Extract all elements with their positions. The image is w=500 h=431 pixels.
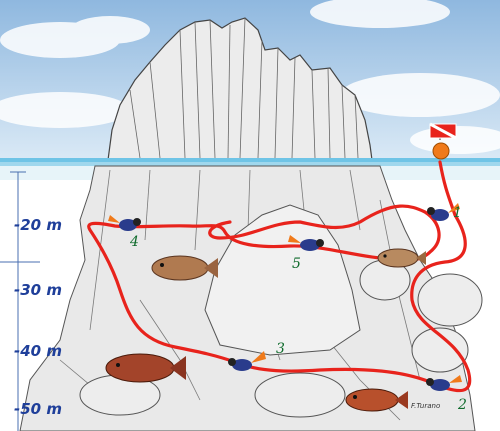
artist-credit: F.Turano [411,402,441,410]
dive-route [87,160,472,393]
surface-buoy-icon [432,142,450,160]
stop-number-2: 2 [458,397,467,413]
rock-texture-top [129,17,359,159]
depth-label-50m: -50 m [14,400,62,418]
depth-label-30m: -30 m [14,281,62,299]
dive-flag-icon [429,122,457,140]
stop-number-4: 4 [130,234,139,250]
depth-label-20m: -20 m [14,216,62,234]
depth-ticks [0,171,40,263]
stop-number-1: 1 [453,205,462,221]
depth-label-40m: -40 m [14,342,62,360]
clouds [0,0,500,154]
grouper-fish-icon [105,248,426,412]
stop-number-3: 3 [276,341,285,357]
diver-icon [108,203,462,391]
stop-number-5: 5 [292,256,301,272]
